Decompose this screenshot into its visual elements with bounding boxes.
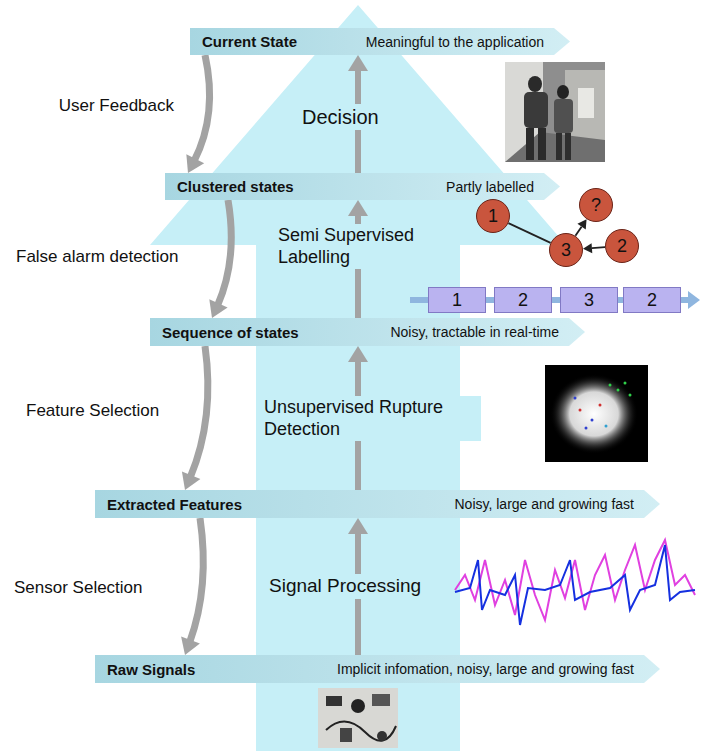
feedback-arrow [190,518,204,642]
arrowhead [182,471,200,490]
state-circle: 2 [605,229,639,263]
connector [508,223,550,243]
state-number: 2 [518,290,528,311]
level-title: Clustered states [177,178,294,195]
process-label: Semi Supervised Labelling [276,224,430,269]
connector [209,200,231,318]
feedback-label: False alarm detection [14,246,181,268]
process-label: Signal Processing [267,574,423,599]
level-title: Current State [202,33,297,50]
connector [583,243,605,253]
level-band: Sequence of states Noisy, tractable in re… [150,318,585,346]
signal-plot [455,540,695,625]
connector [186,55,209,173]
level-title: Sequence of states [162,324,299,341]
feedback-label: Sensor Selection [12,577,145,599]
arrowhead [209,299,227,318]
level-description: Noisy, tractable in real-time [390,324,559,340]
state-circle: 1 [476,199,510,233]
state-circle: 3 [549,233,583,267]
sequence-box: 2 [494,287,552,313]
arrowhead [348,200,368,216]
level-band: Extracted Features Noisy, large and growi… [95,490,660,518]
feedback-arrow [194,55,209,161]
arrowhead [181,637,200,655]
sequence-box: 2 [623,287,681,313]
level-description: Noisy, large and growing fast [455,496,635,512]
level-description: Partly labelled [446,179,534,195]
feedback-arrow [217,200,231,306]
corridor-photo [505,62,605,162]
sequence-box: 1 [428,287,486,313]
scatter-image [545,365,648,462]
feedback-arrow [190,346,208,477]
connector-line [508,223,550,243]
level-band: Raw Signals Implicit infomation, noisy, l… [95,655,660,683]
state-number: 3 [584,290,594,311]
process-label: Decision [300,104,381,130]
connector-line [592,246,605,249]
process-label: Unsupervised Rupture Detection [262,396,481,441]
level-description: Meaningful to the application [366,34,544,50]
state-circle: ? [579,188,613,222]
level-title: Extracted Features [107,496,242,513]
connector [575,219,586,236]
state-number: 3 [561,240,571,261]
state-number: 1 [452,290,462,311]
arrowhead [348,518,368,534]
state-number: 2 [617,236,627,257]
arrowhead [583,243,592,253]
level-description: Implicit infomation, noisy, large and gr… [337,661,634,677]
arrowhead [186,154,204,173]
arrowhead [348,55,368,71]
state-number: 2 [647,290,657,311]
connector [181,518,203,655]
level-band: Current State Meaningful to the applicati… [190,28,570,55]
big-upward-arrow [150,5,566,751]
sensor-photo [318,688,398,748]
feedback-label: Feature Selection [24,400,161,422]
level-band: Clustered states Partly labelled [165,173,560,200]
arrowhead [577,219,586,229]
feedback-label: User Feedback [57,95,176,117]
connector [182,346,208,490]
level-title: Raw Signals [107,661,195,678]
sequence-box: 3 [560,287,618,313]
connector-line [575,227,581,236]
arrowhead [348,346,368,362]
state-number: ? [591,195,601,216]
state-number: 1 [488,206,498,227]
